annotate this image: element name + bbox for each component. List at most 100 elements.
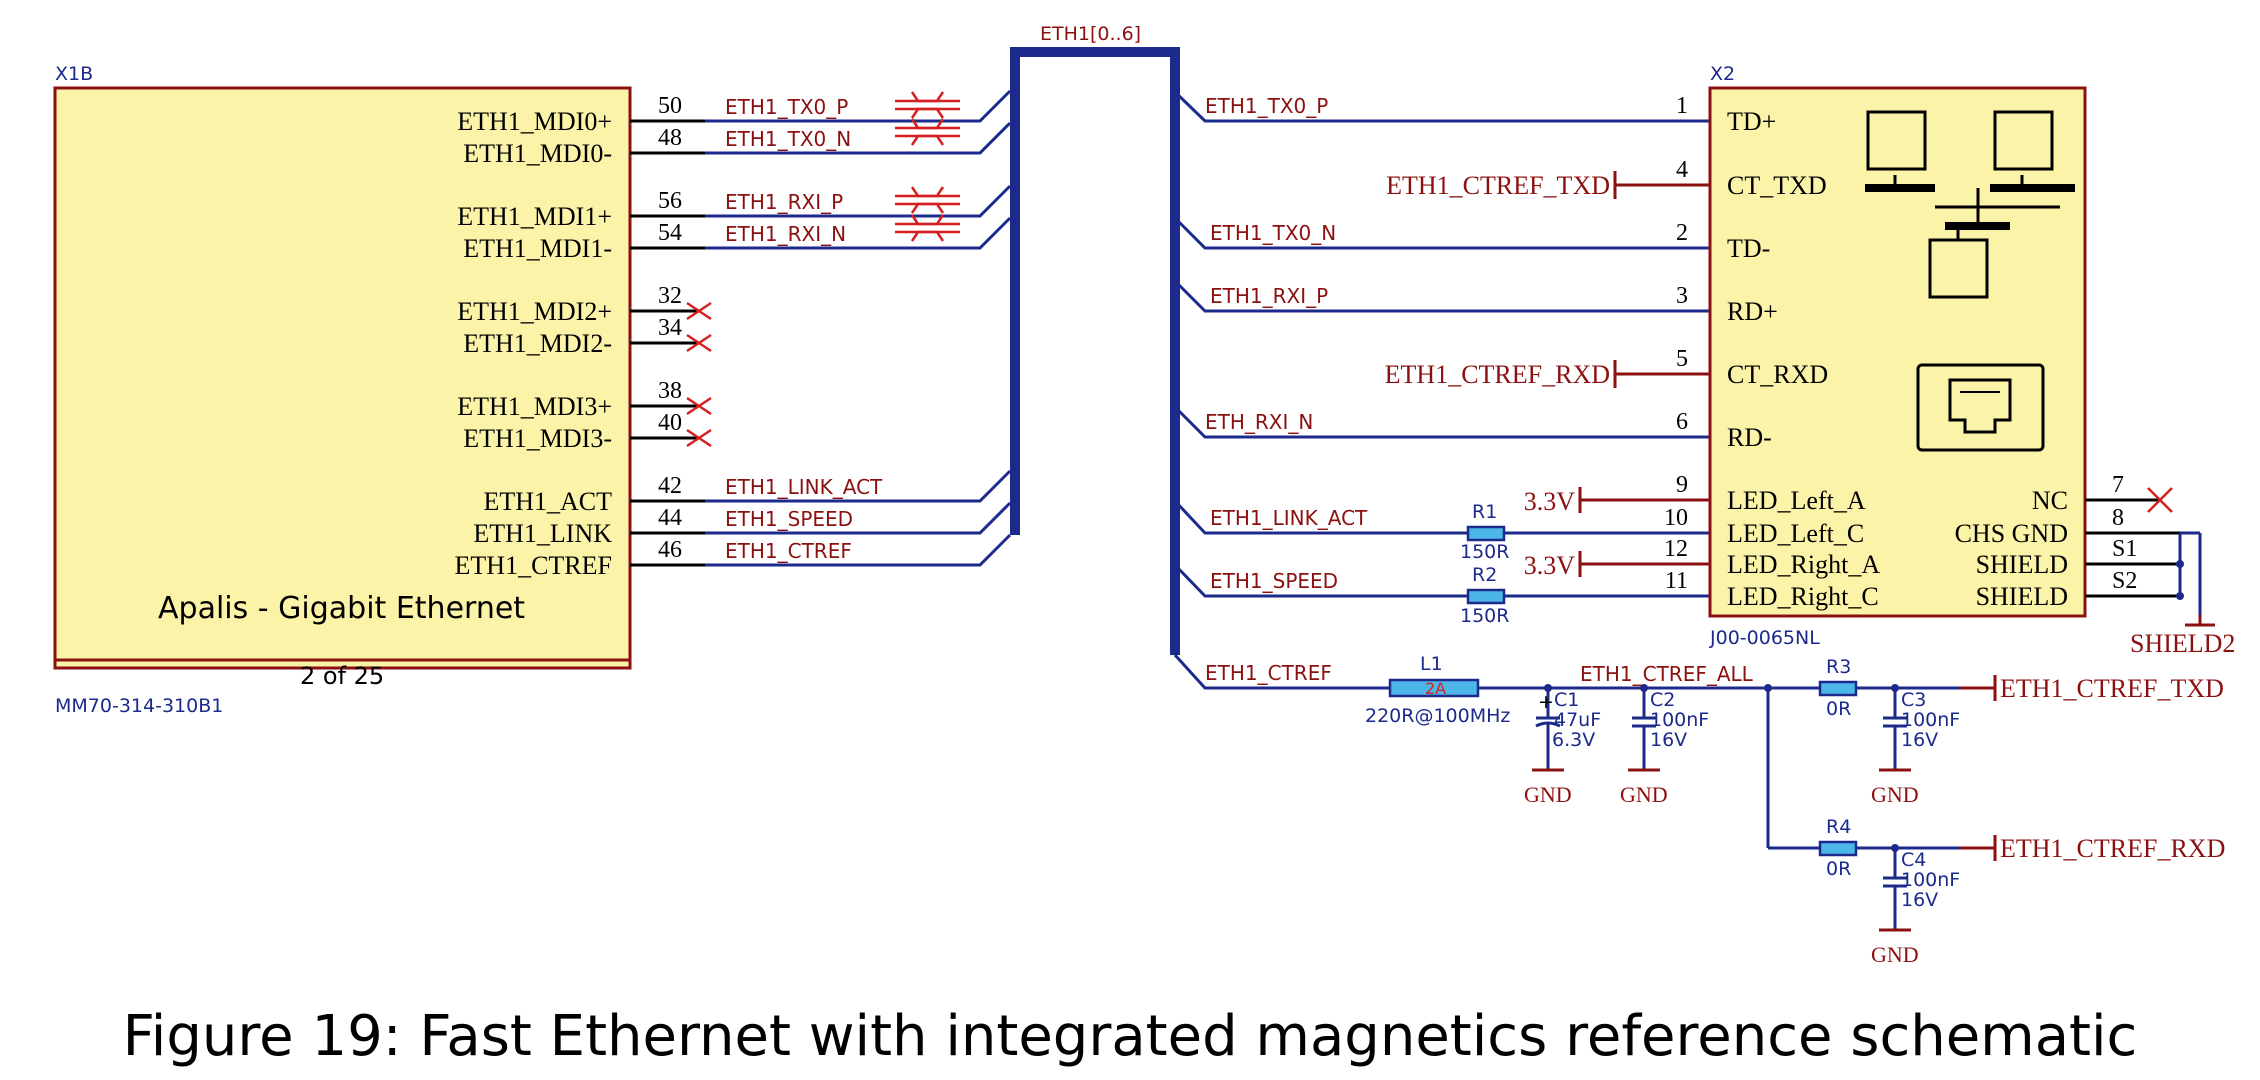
- c1-value: 47uF: [1554, 709, 1601, 731]
- x1b-pin-number: 54: [658, 220, 682, 246]
- x2-pin-name: CHS GND: [1955, 519, 2068, 548]
- net-label: ETH1_RXI_P: [725, 190, 843, 214]
- x1b-pin-number: 42: [658, 473, 682, 499]
- figure-caption: Figure 19: Fast Ethernet with integrated…: [123, 1004, 2138, 1069]
- ct-ports: ETH1_CTREF_TXD ETH1_CTREF_RXD: [1385, 171, 1710, 389]
- x1b-pin-name: ETH1_CTREF: [455, 551, 612, 580]
- net-label: ETH1_LINK_ACT: [1210, 506, 1368, 530]
- right-net-labels: ETH1_TX0_P ETH1_TX0_N ETH1_RXI_P ETH_RXI…: [1205, 94, 1368, 685]
- x2-pin-number: 12: [1664, 536, 1688, 562]
- x1b-title: Apalis - Gigabit Ethernet: [158, 591, 525, 626]
- port-rxd-label: ETH1_CTREF_RXD: [2000, 834, 2225, 863]
- x2-pin-number: 2: [1676, 220, 1688, 246]
- no-connect-icon: [686, 428, 712, 448]
- net-label: ETH1_TX0_N: [725, 127, 851, 151]
- net-label: ETH1_TX0_P: [725, 95, 848, 119]
- no-connect-marks: [686, 301, 712, 448]
- x1b-pin-number: 46: [658, 537, 682, 563]
- x1b-pin-name: ETH1_MDI1-: [463, 234, 612, 263]
- x1b-ref: X1B: [55, 63, 93, 85]
- r2-value: 150R: [1460, 605, 1509, 627]
- net-label: ETH1_CTREF: [1205, 661, 1332, 685]
- net-label: ETH1_CTREF: [725, 539, 852, 563]
- net-label: ETH_RXI_N: [1205, 410, 1313, 434]
- diff-pair-icon: [895, 186, 960, 242]
- ct-txd-port-label: ETH1_CTREF_TXD: [1386, 171, 1610, 200]
- x1b-pin-numbers: 50 48 56 54 32 34 38 40 42 44 46: [658, 93, 682, 563]
- port-txd-label: ETH1_CTREF_TXD: [2000, 674, 2224, 703]
- x2-part: J00-0065NL: [1709, 627, 1820, 649]
- x2-pin-name: LED_Left_C: [1727, 519, 1864, 548]
- x1b-pin-name: ETH1_MDI3+: [457, 392, 612, 421]
- x1b-pin-number: 56: [658, 188, 682, 214]
- x2-pin-name: RD+: [1727, 297, 1778, 326]
- supply-3v3-label: 3.3V: [1524, 487, 1576, 516]
- x2-pin-number: 6: [1676, 409, 1688, 435]
- x2-pin-number: 7: [2112, 472, 2124, 498]
- diff-pair-icons: [895, 91, 960, 242]
- x2-right-pin-names: NC CHS GND SHIELD SHIELD: [1955, 486, 2068, 611]
- resistor-r2-body: [1466, 588, 1506, 605]
- x2-pin-number: 11: [1665, 568, 1688, 594]
- c1-voltage: 6.3V: [1552, 729, 1595, 751]
- x1b-pin-number: 48: [658, 125, 682, 151]
- x2-pin-name: TD+: [1727, 107, 1776, 136]
- resistor-r4-body: [1818, 840, 1858, 857]
- net-label: ETH1_SPEED: [725, 507, 853, 531]
- x2-pin-number: 1: [1676, 93, 1688, 119]
- right-nets: [1173, 90, 1710, 690]
- resistor-r1-body: [1466, 525, 1506, 542]
- network-icon: [1865, 110, 2075, 299]
- net-label: ETH1_RXI_N: [725, 222, 846, 246]
- net-label: ETH1_CTREF_ALL: [1580, 662, 1754, 686]
- gnd-label: GND: [1871, 942, 1919, 967]
- x2-pin-name: LED_Right_C: [1727, 582, 1879, 611]
- left-net-labels: ETH1_TX0_P ETH1_TX0_N ETH1_RXI_P ETH1_RX…: [725, 95, 883, 563]
- c4-ref: C4: [1901, 849, 1926, 871]
- c3-value: 100nF: [1901, 709, 1960, 731]
- r1-value: 150R: [1460, 541, 1509, 563]
- x2-pin-name: SHIELD: [1976, 550, 2068, 579]
- x1b-pin-number: 32: [658, 283, 682, 309]
- x2-pin-name: SHIELD: [1976, 582, 2068, 611]
- x2-left-pin-names: TD+ CT_TXD TD- RD+ CT_RXD RD- LED_Left_A…: [1727, 107, 1880, 611]
- x1b-pin-number: 40: [658, 410, 682, 436]
- r4-value: 0R: [1826, 858, 1851, 880]
- x1b-pin-name: ETH1_ACT: [483, 487, 612, 516]
- gnd-label: GND: [1871, 782, 1919, 807]
- x2-pin-number: S2: [2112, 568, 2137, 594]
- inductor-l1-body: [1388, 678, 1480, 698]
- bus-label: ETH1[0..6]: [1040, 23, 1141, 45]
- x2-pin-name: TD-: [1727, 234, 1770, 263]
- eth1-bus: [1010, 47, 1180, 655]
- x1b-body: [53, 86, 632, 670]
- x1b-pin-number: 34: [658, 315, 682, 341]
- net-label: ETH1_TX0_P: [1205, 94, 1328, 118]
- x1b-pin-number: 50: [658, 93, 682, 119]
- rj45-jack-icon: [1916, 363, 2045, 452]
- r3-ref: R3: [1826, 656, 1851, 678]
- ct-rxd-port-label: ETH1_CTREF_RXD: [1385, 360, 1610, 389]
- supply-3v3-label: 3.3V: [1524, 551, 1576, 580]
- gnd-label: GND: [1620, 782, 1668, 807]
- c3-ref: C3: [1901, 689, 1926, 711]
- c1-polarity: +: [1538, 691, 1554, 713]
- x2-pin-number: 9: [1676, 472, 1688, 498]
- l1-rating: 2A: [1425, 679, 1446, 698]
- x2-pin-name: LED_Left_A: [1727, 486, 1866, 515]
- x2-pin-number: 3: [1676, 283, 1688, 309]
- x2-pin-name: CT_RXD: [1727, 360, 1828, 389]
- net-label: ETH1_LINK_ACT: [725, 475, 883, 499]
- r2-resistor: R2 150R: [1460, 564, 1710, 627]
- x2-pin-number: S1: [2112, 536, 2137, 562]
- x2-pin-number: 10: [1664, 505, 1688, 531]
- x2-pin-number: 8: [2112, 505, 2124, 531]
- net-label: ETH1_SPEED: [1210, 569, 1338, 593]
- x1b-pin-lines: [630, 119, 705, 567]
- x2-pin-name: CT_TXD: [1727, 171, 1827, 200]
- no-connect-icon: [686, 333, 712, 353]
- r2-ref: R2: [1472, 564, 1497, 586]
- c4-voltage: 16V: [1901, 889, 1938, 911]
- x2-pin-name: LED_Right_A: [1727, 550, 1880, 579]
